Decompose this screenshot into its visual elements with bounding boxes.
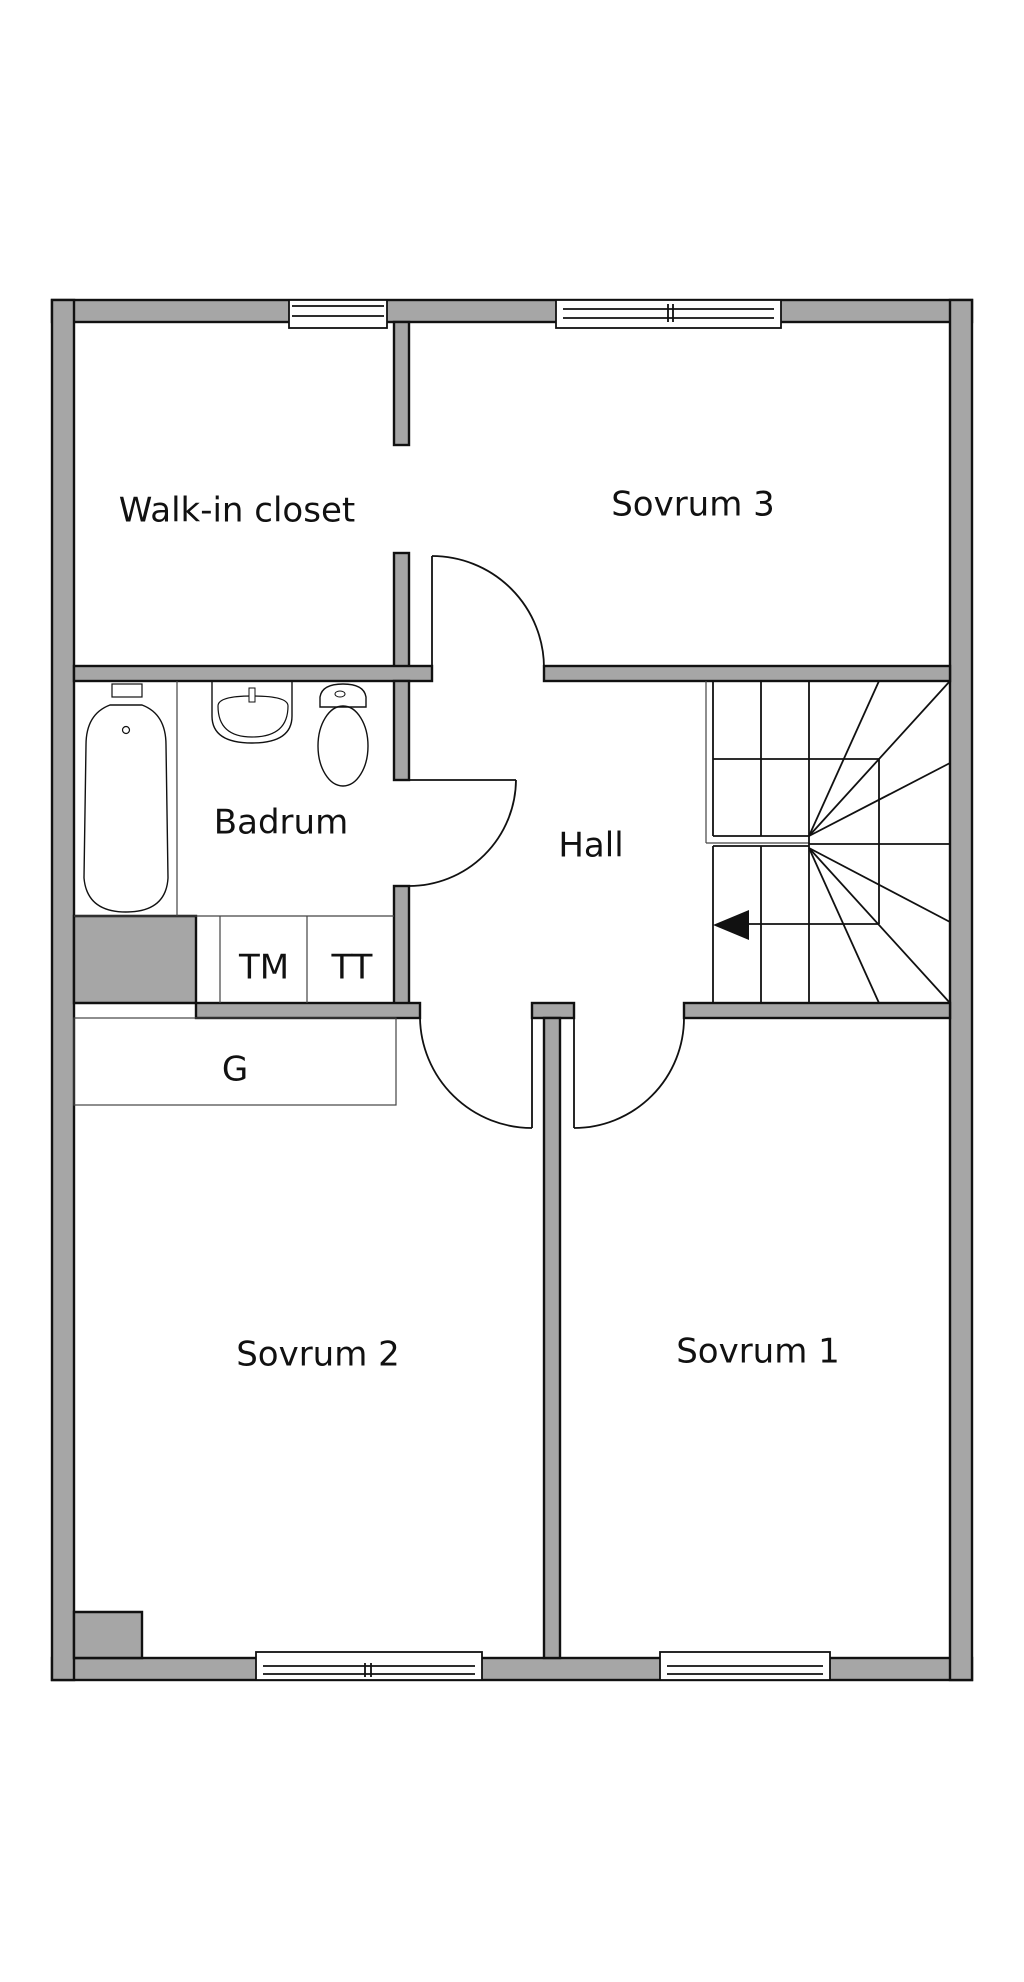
sink-icon [211, 681, 293, 744]
wall-bath-east-upper [392, 679, 411, 782]
shaft-block [72, 914, 198, 1005]
window-closet [288, 299, 388, 329]
interior-walls [72, 320, 952, 1660]
wall-bottom [50, 1656, 974, 1682]
bathroom-fixtures [74, 681, 394, 1003]
room-label-sovrum-2: Sovrum 2 [236, 1335, 400, 1375]
room-label-walk-in-closet: Walk-in closet [119, 491, 355, 531]
wall-t-cap [530, 1001, 576, 1020]
corner-block [72, 1610, 144, 1660]
wall-bath-g [194, 1001, 422, 1020]
window-sovrum3 [555, 299, 782, 329]
wall-top [50, 298, 974, 324]
windows [255, 299, 831, 1681]
room-label-tm: TM [238, 948, 289, 988]
door-badrum[interactable] [408, 779, 517, 887]
arrow-left-icon [713, 910, 749, 940]
staircase[interactable] [705, 680, 951, 1004]
door-sovrum2[interactable] [419, 1017, 533, 1129]
wall-closet-lower [392, 551, 411, 683]
wall-bath-east-lower [392, 884, 411, 1018]
wall-closet-bath [72, 664, 434, 683]
wall-sovrum3-stairs [542, 664, 952, 683]
room-label-sovrum-1: Sovrum 1 [676, 1332, 840, 1372]
wall-closet-upper [392, 320, 411, 447]
toilet-icon [317, 683, 369, 787]
doors [408, 555, 685, 1129]
bathtub-icon [83, 683, 169, 913]
wall-left [50, 298, 76, 1682]
wall-stairs-south [682, 1001, 952, 1020]
room-label-g: G [222, 1050, 248, 1090]
room-label-tt: TT [331, 948, 373, 988]
window-sovrum2 [255, 1651, 483, 1681]
window-sovrum1 [659, 1651, 831, 1681]
door-sovrum3[interactable] [431, 555, 545, 681]
storage-g [73, 1017, 397, 1106]
wall-right [948, 298, 974, 1682]
room-label-sovrum-3: Sovrum 3 [611, 485, 775, 525]
door-sovrum1[interactable] [573, 1017, 685, 1129]
room-label-hall: Hall [558, 826, 623, 866]
wall-sovrum-divider [542, 1016, 562, 1660]
room-label-badrum: Badrum [214, 803, 348, 843]
